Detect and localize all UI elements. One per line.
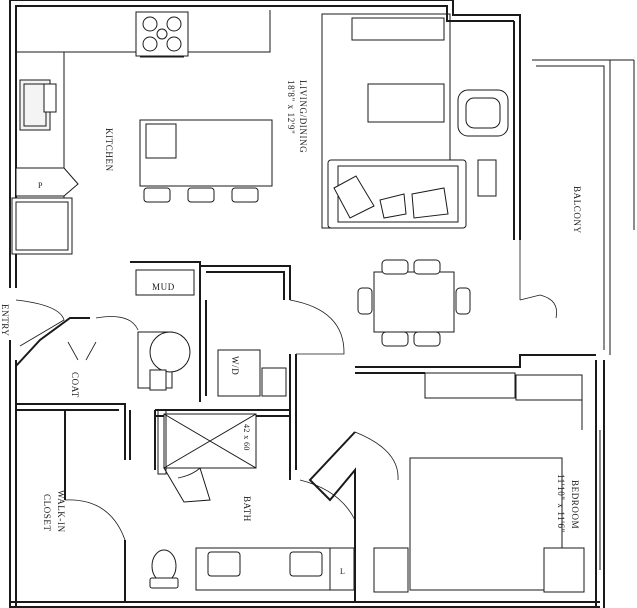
dining-table-icon [357, 259, 471, 347]
pantry-label: P [38, 181, 43, 190]
room-label-walkin-2: CLOSET [42, 494, 52, 532]
laundry-fixtures [137, 331, 287, 397]
washer-dryer-icon [217, 349, 261, 397]
bedroom-fixtures [373, 430, 601, 593]
walls [9, 0, 635, 608]
bath-fixtures [149, 409, 355, 591]
room-label-bedroom: BEDROOM [570, 480, 580, 529]
room-label-mud: MUD [152, 282, 175, 292]
fridge-icon [11, 197, 73, 255]
kitchen-fixtures [11, 10, 273, 255]
living-fixtures [321, 13, 509, 347]
labels: LIVING/DINING 18'8" x 12'9" KITCHEN BALC… [0, 80, 582, 576]
room-label-bath: BATH [242, 496, 252, 522]
room-dims-bedroom: 11'10" x 11'6" [556, 474, 566, 533]
water-heater-icon [149, 331, 191, 373]
room-label-coat: COAT [70, 372, 80, 398]
sofa-icon [327, 159, 467, 229]
room-label-wd: W/D [230, 356, 240, 375]
armchair-icon [457, 89, 509, 137]
vanity-icon [195, 547, 355, 591]
shower-dims-label: 42 x 60 [242, 424, 251, 451]
toilet-icon [149, 549, 179, 589]
bar-stools-icon [143, 187, 259, 203]
sink-icon [43, 83, 57, 113]
room-dims-living: 18'8" x 12'9" [286, 80, 296, 134]
bed-icon [409, 457, 563, 591]
room-label-entry: ENTRY [0, 304, 10, 337]
room-label-walkin-1: WALK-IN [56, 490, 66, 533]
kitchen-island [139, 119, 273, 187]
linen-label: L [340, 567, 345, 576]
room-label-living: LIVING/DINING [298, 80, 308, 153]
doors [15, 240, 558, 541]
room-label-balcony: BALCONY [572, 186, 582, 234]
room-label-kitchen: KITCHEN [104, 128, 114, 172]
range-icon [135, 11, 189, 57]
